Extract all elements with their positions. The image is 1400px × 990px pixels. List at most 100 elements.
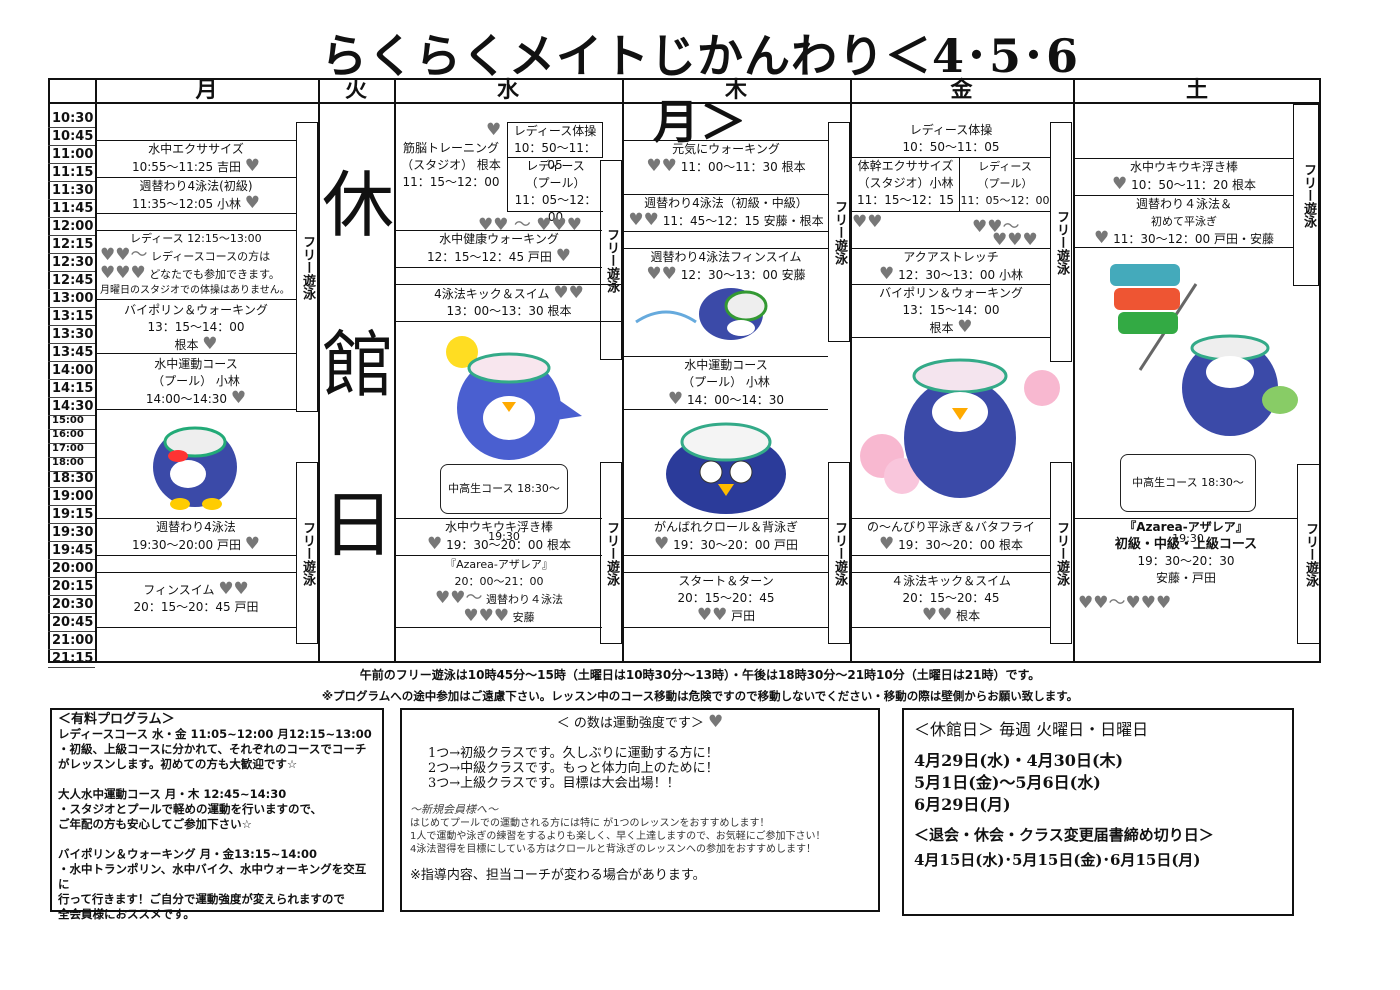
time-label: 10:30	[52, 111, 94, 126]
closed-dates-list: 4月29日(水)・4月30日(木)5月1日(金)～5月6日(水)6月29日(月)	[914, 750, 1282, 816]
heart-icon: ♥	[667, 389, 684, 409]
heart-icon: ♥	[427, 534, 443, 554]
class-time: 10：50～11：05	[514, 141, 596, 172]
paid-program-line: レディースコース 水・金 11:05~12:00 月12:15~13:00	[58, 727, 372, 741]
time-divider	[48, 181, 95, 182]
deadline-title: ＜退会・休会・クラス変更届書締め切り日＞	[914, 826, 1214, 844]
class-time: ♥ 10：50～11：20 根本	[1112, 174, 1256, 194]
divider	[95, 78, 97, 663]
class-time: ♥♥ 11：00～11：30 根本	[646, 156, 806, 176]
class-name: レディース	[978, 160, 1032, 173]
page-title: らくらくメイトじかんわり＜4･5･6月＞	[320, 29, 1080, 149]
class-wed-1: レディース体操 10：50～11：05	[507, 122, 603, 172]
day-header-thu: 木	[622, 78, 850, 104]
class-coach: 安藤・戸田	[1155, 571, 1216, 585]
intensity-line: 1つ→初級クラスです。久しぶりに運動する方に！	[428, 746, 719, 761]
class-time: ♥ 19：30～20：00 根本	[879, 534, 1023, 554]
time-label: 11:00	[52, 147, 94, 162]
junior-course-tag: 中高生コース 18:30～19:30	[1120, 454, 1256, 545]
paid-programs-panel: ＜有料プログラム＞ レディースコース 水・金 11:05~12:00 月12:1…	[50, 708, 384, 921]
day-header-mon: 月	[95, 78, 318, 104]
class-sat-2: 週替わり４泳法＆ 初めて平泳ぎ ♥ 11：30～12：00 戸田・安藤	[1075, 196, 1293, 248]
time-divider	[48, 127, 95, 128]
class-name: バイポリン＆ウォーキング	[124, 303, 268, 317]
penguin-mascot-icon	[666, 422, 786, 514]
paid-program-line: ・スタジオとプールで軽めの運動を行いますので、	[58, 802, 323, 816]
intensity-line: 2つ→中級クラスです。もっと体力向上のために！	[428, 761, 719, 776]
time-divider	[48, 397, 95, 398]
time-label: 20:15	[52, 579, 94, 594]
class-mon-4: バイポリン＆ウォーキング 13：15～14：00 根本 ♥	[96, 302, 296, 354]
time-label: 19:45	[52, 543, 94, 558]
free-swim-mon-am: フリー遊泳	[296, 122, 318, 412]
class-time: 13：15～14：00	[147, 320, 245, 334]
deadline-dates: 4月15日(水)･5月15日(金)･6月15日(月)	[914, 851, 1201, 869]
time-label: 10:45	[52, 129, 94, 144]
class-name: の～んびり平泳ぎ＆バタフライ	[866, 520, 1035, 534]
class-name-sub: 初めて平泳ぎ	[1151, 215, 1217, 228]
class-time: 10：50～11：05	[902, 140, 1000, 154]
time-divider	[48, 595, 95, 596]
time-label: 13:45	[52, 345, 94, 360]
class-mon-2: 週替わり4泳法(初級) 11:35～12:05 小林 ♥	[96, 178, 296, 214]
class-time: ♥♥ 11：45～12：15 安藤・根本	[628, 210, 824, 230]
heart-icon: ♥♥	[553, 283, 584, 303]
closed-char: 館	[322, 323, 395, 407]
class-instructor: （スタジオ）小林	[857, 176, 954, 190]
paid-program-line: 行って行きます！ご自分で運動強度が変えられますので	[58, 892, 345, 906]
class-name: レディース	[526, 159, 585, 173]
class-name: 水中運動コース	[154, 357, 238, 371]
class-time: 13：15～14：00	[902, 303, 1000, 317]
panel-title: ＜ の数は運動強度です＞ ♥	[556, 712, 724, 732]
time-label: 19:15	[52, 507, 94, 522]
class-fri-3: レディース （プール） 11：05～12：00	[960, 158, 1050, 212]
class-time: 11:35～12:05 小林 ♥	[131, 193, 261, 213]
time-divider	[48, 523, 95, 524]
time-label: 18:30	[52, 471, 94, 486]
free-swim-thu-pm: フリー遊泳	[828, 462, 850, 644]
class-thu-4: 水中運動コース （プール） 小林 ♥ 14：00～14：30	[624, 356, 828, 410]
class-time: 20：15～20：45	[677, 591, 775, 605]
class-name: フィンスイム ♥♥	[143, 579, 249, 599]
class-name: レディース 12:15～13:00	[130, 232, 262, 245]
class-instructor: （プール）	[977, 177, 1033, 190]
heart-icon: ♥	[486, 120, 502, 140]
time-divider	[48, 667, 95, 668]
heart-icon: ♥	[1094, 228, 1110, 248]
free-swim-wed-pm: フリー遊泳	[600, 462, 622, 644]
class-mon-1: 水中エクササイズ 10:55～11:25 吉田 ♥	[96, 140, 296, 178]
heart-icon: ♥♥	[852, 212, 883, 232]
time-divider	[48, 307, 95, 308]
heart-icon: ♥♥～	[435, 588, 483, 608]
time-divider	[48, 343, 95, 344]
closed-char: 日	[322, 483, 395, 567]
class-note: ♥♥～ レディースコースの方は	[100, 245, 271, 265]
class-time: ♥ 19：30～20：00 根本	[427, 534, 571, 554]
class-time: 14:00～14:30 ♥	[145, 388, 247, 408]
intensity-panel: ＜ の数は運動強度です＞ ♥ 1つ→初級クラスです。久しぶりに運動する方に！2つ…	[400, 708, 880, 912]
divider	[850, 78, 852, 663]
class-fri-6: の～んびり平泳ぎ＆バタフライ ♥ 19：30～20：00 根本	[852, 518, 1050, 556]
class-fri-7: ４泳法キック＆スイム 20：15～20：45 ♥♥ 根本	[852, 572, 1050, 628]
time-divider	[48, 415, 95, 416]
class-time: 19:30～20:00 戸田 ♥	[131, 534, 261, 554]
time-divider	[48, 253, 95, 254]
class-wed-2: 筋脳トレーニング （スタジオ） 根本 11：15～12：00	[396, 140, 506, 194]
time-divider	[48, 541, 95, 542]
class-name: バイポリン＆ウォーキング	[879, 286, 1023, 300]
time-divider	[48, 471, 95, 472]
paid-program-line: がレッスンします。初めての方も大歓迎です☆	[58, 757, 298, 771]
class-wed-4: 水中健康ウォーキング 12：15～12：45 戸田 ♥	[396, 230, 602, 268]
time-label: 14:15	[52, 381, 94, 396]
class-wed-5: 4泳法キック＆スイム ♥♥ 13：00～13：30 根本	[396, 284, 622, 322]
class-name: レディース体操	[909, 123, 993, 137]
time-label: 18:00	[52, 457, 84, 468]
class-thu-3: 週替わり4泳法フィンスイム ♥♥ 12：30～13：00 安藤	[624, 248, 828, 286]
class-name: がんばれクロール＆背泳ぎ	[653, 520, 798, 534]
class-name: 水中運動コース	[684, 358, 768, 372]
junior-course-tag: 中高生コース 18:30～19:30	[440, 464, 568, 543]
class-fri-1: レディース体操 10：50～11：05	[852, 122, 1050, 158]
class-name: レディース体操	[513, 124, 597, 138]
class-instructor: （プール） 小林	[152, 374, 240, 388]
time-divider	[48, 163, 95, 164]
